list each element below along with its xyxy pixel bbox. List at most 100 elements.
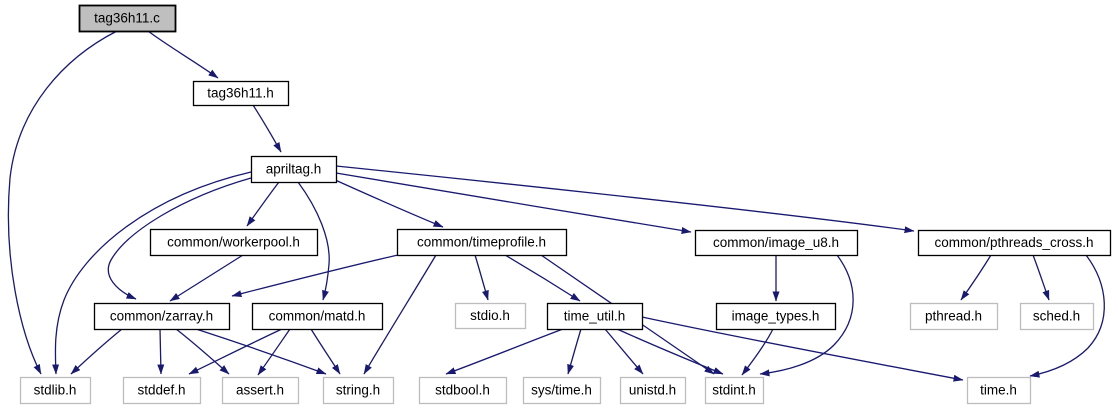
node-matd_h[interactable]: common/matd.h: [251, 302, 384, 331]
edge-zarray_h-string_h: [195, 328, 327, 375]
node-label-sys_time_h: sys/time.h: [531, 383, 592, 398]
edge-matd_h-assert_h: [257, 328, 291, 376]
node-label-tag36h11_h: tag36h11.h: [207, 86, 274, 101]
node-label-zarray_h: common/zarray.h: [110, 309, 213, 324]
node-label-stdlib_h: stdlib.h: [34, 383, 77, 398]
edge-tag36h11_h-apriltag_h: [252, 104, 282, 153]
node-image_types_h[interactable]: image_types.h: [715, 302, 837, 331]
node-stdbool_h: stdbool.h: [418, 376, 508, 405]
edge-apriltag_h-workerpool_h: [246, 181, 280, 227]
nodes-layer: tag36h11.c tag36h11.h apriltag.h common/wor…: [19, 4, 1112, 405]
edge-matd_h-stddef_h: [188, 328, 283, 375]
node-time_util_h[interactable]: time_util.h: [546, 302, 644, 331]
edge-timeprofile_h-stdio_h: [474, 254, 489, 301]
node-box-tag36h11_h[interactable]: [192, 80, 290, 107]
node-zarray_h[interactable]: common/zarray.h: [93, 302, 231, 331]
node-label-sched_h: sched.h: [1033, 309, 1080, 324]
edge-zarray_h-assert_h: [175, 328, 230, 375]
edge-time_util_h-time_h: [641, 316, 964, 382]
node-label-string_h: string.h: [336, 383, 380, 398]
node-unistd_h: unistd.h: [619, 376, 687, 405]
node-box-time_util_h[interactable]: [546, 302, 644, 331]
node-box-stdlib_h: [19, 376, 92, 405]
edge-time_util_h-unistd_h: [604, 328, 644, 375]
node-box-apriltag_h[interactable]: [250, 155, 338, 184]
edge-timeprofile_h-time_util_h: [504, 254, 581, 302]
node-box-matd_h[interactable]: [251, 302, 384, 331]
edge-apriltag_h-matd_h: [297, 181, 330, 301]
edge-apriltag_h-timeprofile_h: [332, 178, 444, 228]
node-label-stdio_h: stdio.h: [470, 308, 510, 323]
node-timeprofile_h[interactable]: common/timeprofile.h: [396, 228, 568, 257]
node-label-unistd_h: unistd.h: [629, 383, 676, 398]
node-pthread_h: pthread.h: [909, 302, 999, 331]
node-box-unistd_h: [619, 376, 687, 405]
node-box-stdio_h: [454, 302, 527, 330]
edge-pthreads_cross_h-time_h: [1029, 254, 1105, 378]
node-label-workerpool_h: common/workerpool.h: [167, 235, 300, 250]
node-sys_time_h: sys/time.h: [522, 376, 602, 405]
node-box-pthread_h: [909, 302, 999, 331]
node-time_h: time.h: [966, 376, 1032, 405]
node-image_u8_h[interactable]: common/image_u8.h: [694, 229, 859, 257]
edge-apriltag_h-stdlib_h: [52, 171, 252, 375]
node-box-image_types_h[interactable]: [715, 302, 837, 331]
node-stdio_h: stdio.h: [454, 302, 527, 330]
node-label-tag36h11_c: tag36h11.c: [94, 11, 160, 26]
node-label-time_util_h: time_util.h: [564, 309, 626, 324]
node-assert_h: assert.h: [221, 376, 300, 405]
node-tag36h11_h[interactable]: tag36h11.h: [192, 80, 290, 107]
node-label-stdint_h: stdint.h: [712, 383, 756, 398]
node-label-pthreads_cross_h: common/pthreads_cross.h: [934, 235, 1093, 250]
node-sched_h: sched.h: [1019, 302, 1095, 331]
node-label-pthread_h: pthread.h: [925, 309, 982, 324]
edge-pthreads_cross_h-sched_h: [1032, 254, 1050, 301]
node-label-apriltag_h: apriltag.h: [266, 162, 322, 177]
edge-image_types_h-stdint_h: [741, 328, 774, 376]
node-label-stdbool_h: stdbool.h: [435, 383, 490, 398]
edge-apriltag_h-image_u8_h: [335, 172, 692, 234]
node-apriltag_h[interactable]: apriltag.h: [250, 155, 338, 184]
node-stdlib_h: stdlib.h: [19, 376, 92, 405]
edge-time_util_h-sys_time_h: [567, 328, 582, 375]
node-string_h: string.h: [322, 376, 395, 405]
edges-layer: [7, 30, 1105, 382]
edge-timeprofile_h-zarray_h: [231, 254, 399, 298]
edge-time_util_h-stdbool_h: [445, 328, 564, 375]
node-label-stddef_h: stddef.h: [137, 383, 185, 398]
node-box-stddef_h: [122, 376, 202, 405]
node-workerpool_h[interactable]: common/workerpool.h: [149, 228, 319, 257]
node-box-assert_h: [221, 376, 300, 405]
node-pthreads_cross_h[interactable]: common/pthreads_cross.h: [917, 229, 1112, 257]
node-stdint_h: stdint.h: [704, 376, 765, 405]
node-box-sched_h: [1019, 302, 1095, 331]
edge-zarray_h-stdlib_h: [70, 328, 123, 375]
edge-pthreads_cross_h-pthread_h: [960, 254, 992, 301]
node-tag36h11_c[interactable]: tag36h11.c: [78, 4, 177, 33]
edge-image_u8_h-stdint_h: [759, 254, 854, 377]
edge-apriltag_h-pthreads_cross_h: [335, 165, 915, 234]
node-box-pthreads_cross_h[interactable]: [917, 229, 1112, 257]
node-box-sys_time_h: [522, 376, 602, 405]
node-box-zarray_h[interactable]: [93, 302, 231, 331]
node-box-workerpool_h[interactable]: [149, 228, 319, 257]
node-label-image_u8_h: common/image_u8.h: [713, 235, 839, 250]
node-box-stdint_h: [704, 376, 765, 405]
node-box-tag36h11_c[interactable]: [78, 4, 177, 33]
node-box-timeprofile_h[interactable]: [396, 228, 568, 257]
edge-tag36h11_c-stdlib_h: [7, 30, 118, 375]
node-label-matd_h: common/matd.h: [269, 309, 366, 324]
edge-apriltag_h-zarray_h: [107, 177, 252, 300]
node-box-time_h: [966, 376, 1032, 405]
node-label-assert_h: assert.h: [236, 383, 284, 398]
edge-zarray_h-stddef_h: [157, 328, 165, 375]
node-stddef_h: stddef.h: [122, 376, 202, 405]
node-box-stdbool_h: [418, 376, 508, 405]
edge-workerpool_h-zarray_h: [169, 254, 244, 302]
node-label-time_h: time.h: [980, 383, 1017, 398]
edge-tag36h11_c-tag36h11_h: [147, 30, 219, 79]
edge-timeprofile_h-string_h: [363, 254, 437, 375]
node-box-image_u8_h[interactable]: [694, 229, 859, 257]
